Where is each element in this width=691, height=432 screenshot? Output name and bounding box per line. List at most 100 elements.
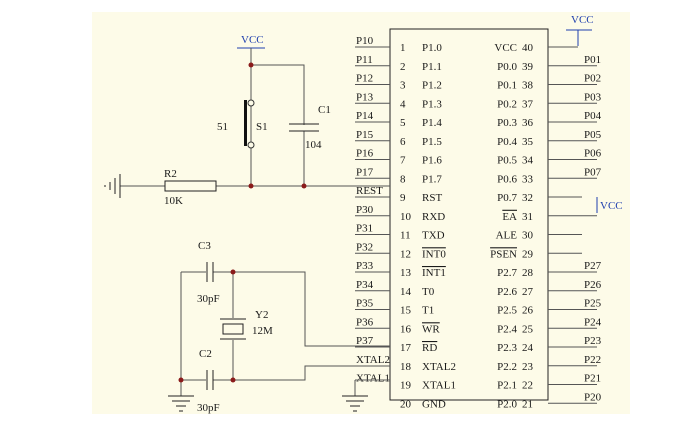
net-label: P37 — [356, 335, 374, 347]
net-label: P23 — [584, 335, 602, 347]
push-button-s1 — [244, 99, 255, 149]
pin-number: 10 — [400, 211, 412, 223]
pin-number: 39 — [522, 61, 534, 73]
pin-number: 6 — [400, 136, 406, 148]
pin-number: 9 — [400, 192, 406, 204]
y2-ref: Y2 — [255, 309, 268, 321]
pin-name: P2.0 — [497, 398, 517, 410]
mcu-pin-stubs — [355, 46, 597, 404]
net-label: P21 — [584, 373, 601, 385]
pin-name: P0.2 — [497, 98, 517, 110]
pin-name: RD — [422, 342, 437, 354]
pin-name: P1.6 — [422, 155, 442, 167]
pin-name: RST — [422, 192, 442, 204]
pin-name: P1.2 — [422, 80, 442, 92]
crystal-y2 — [222, 323, 244, 335]
net-label: P02 — [584, 73, 601, 85]
net-label: P20 — [584, 391, 602, 403]
net-label: P36 — [356, 316, 374, 328]
net-label: P32 — [356, 241, 373, 253]
net-label: P24 — [584, 316, 602, 328]
pin-number: 3 — [400, 80, 406, 92]
pin-number: 20 — [400, 398, 412, 410]
pin-number: 29 — [522, 248, 534, 260]
net-label: P06 — [584, 148, 602, 160]
net-label: P10 — [356, 35, 374, 47]
pin-number: 13 — [400, 267, 412, 279]
c2-ref: C2 — [199, 348, 212, 360]
pin-name: P0.3 — [497, 117, 517, 129]
net-label: P15 — [356, 129, 374, 141]
pin-number: 4 — [400, 98, 406, 110]
net-label: P01 — [584, 54, 601, 66]
pin-name: INT0 — [422, 248, 446, 260]
pin-name: RXD — [422, 211, 445, 223]
junction — [248, 62, 254, 68]
pin-name: P1.1 — [422, 61, 442, 73]
pin-name: P1.7 — [422, 173, 442, 185]
pin-name: P1.3 — [422, 98, 442, 110]
pin-number: 7 — [400, 155, 406, 167]
ground-symbol-crystal — [168, 395, 194, 412]
r2-value: 10K — [164, 195, 183, 207]
r2-ref: R2 — [164, 168, 177, 180]
y2-value: 12M — [252, 325, 273, 337]
s1-ref: S1 — [256, 121, 268, 133]
pin-name: P0.1 — [497, 80, 517, 92]
net-label: P34 — [356, 279, 374, 291]
pin-number: 5 — [400, 117, 406, 129]
pin-name: P2.3 — [497, 342, 517, 354]
pin-number: 26 — [522, 305, 534, 317]
c3-ref: C3 — [198, 240, 211, 252]
pin-number: 40 — [522, 42, 534, 54]
pin-name: P2.1 — [497, 380, 517, 392]
net-label: P13 — [356, 91, 374, 103]
pin-number: 33 — [522, 173, 534, 185]
pin-number: 19 — [400, 380, 412, 392]
pin-name: P2.7 — [497, 267, 517, 279]
reset-wires — [250, 48, 305, 186]
pin-number: 25 — [522, 323, 534, 335]
net-label: XTAL1 — [356, 373, 390, 385]
pin-number: 11 — [400, 230, 411, 242]
pin-name: PSEN — [490, 248, 517, 260]
pin-number: 12 — [400, 248, 411, 260]
capacitor-c3 — [206, 262, 214, 282]
pin-name: ALE — [496, 230, 518, 242]
capacitor-c2 — [206, 370, 214, 390]
net-label: P33 — [356, 260, 374, 272]
pin-number: 35 — [522, 136, 534, 148]
net-label: P12 — [356, 73, 373, 85]
pin-number: 34 — [522, 155, 534, 167]
pin-number: 22 — [522, 380, 533, 392]
pin-name: INT1 — [422, 267, 446, 279]
net-label: REST — [356, 185, 383, 197]
net-label: P30 — [356, 204, 374, 216]
net-label: P11 — [356, 54, 373, 66]
vcc-symbol-top-right — [566, 29, 592, 46]
pin-name: P0.4 — [497, 136, 517, 148]
pin-name: P2.6 — [497, 286, 517, 298]
pin-name: P2.2 — [497, 361, 517, 373]
pin-number: 14 — [400, 286, 412, 298]
net-label: P03 — [584, 91, 602, 103]
net-label: P14 — [356, 110, 374, 122]
net-label: P27 — [584, 260, 602, 272]
pin-number: 28 — [522, 267, 534, 279]
pin-number: 21 — [522, 398, 533, 410]
c3-value: 30pF — [197, 293, 220, 305]
ground-symbol-mcu — [342, 395, 368, 412]
c1-ref: C1 — [318, 104, 331, 116]
pin-number: 24 — [522, 342, 534, 354]
pin-name: P0.5 — [497, 155, 517, 167]
pin-name: P0.7 — [497, 192, 517, 204]
capacitor-c1 — [289, 123, 319, 132]
junction — [301, 183, 307, 189]
pin-number: 30 — [522, 230, 534, 242]
net-label: XTAL2 — [356, 354, 390, 366]
net-label: P04 — [584, 110, 602, 122]
pin-number: 2 — [400, 61, 406, 73]
pin-number: 32 — [522, 192, 533, 204]
pin-number: 8 — [400, 173, 406, 185]
